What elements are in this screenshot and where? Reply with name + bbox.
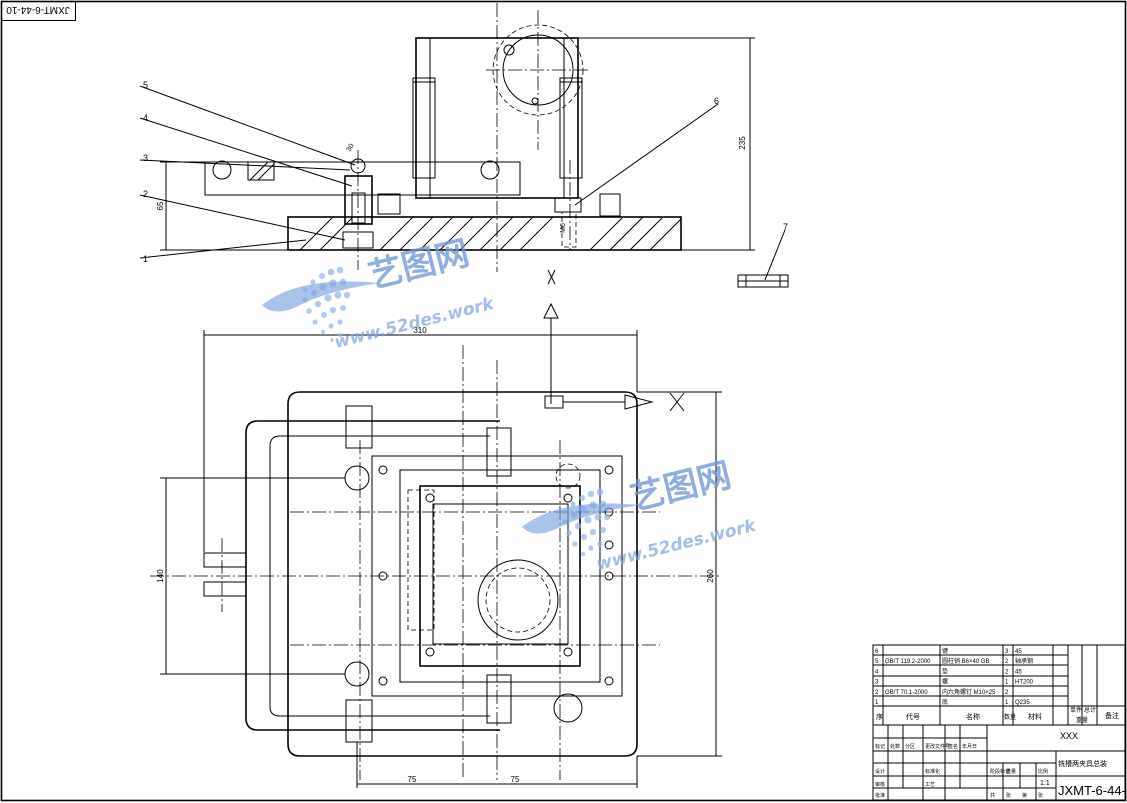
top-view: 310 260 140 75 75 xyxy=(150,326,722,788)
title-block-label: 工艺 xyxy=(925,782,935,788)
balloon-5: 5 xyxy=(143,80,148,90)
bom-cell-code: GB/T 70.1-2000 xyxy=(885,690,928,696)
bom-h-name: 名称 xyxy=(966,712,980,721)
title-block-label: 更改文件号 xyxy=(925,743,950,750)
bom-cell-name: 垫 xyxy=(942,667,948,675)
bom-cell-name: 内六角螺钉 M10×25 xyxy=(942,688,996,696)
bom-cell-code: GB/T 119.2-2000 xyxy=(885,659,931,665)
bom-h-total: 总计 xyxy=(1084,706,1096,714)
drawing-number: JXMT-6-44-10 xyxy=(1058,783,1127,798)
pin-detail xyxy=(737,274,789,288)
bom-cell-seq: 6 xyxy=(875,649,879,655)
watermark-brand-2: 艺图网 xyxy=(627,455,736,518)
watermark-2: 艺图网 www.52des.work xyxy=(522,455,759,575)
bom-cell-name: 底 xyxy=(942,698,948,706)
title-block-label: 处数 xyxy=(890,743,900,750)
title-block-label: 年月日 xyxy=(962,743,977,750)
title-block-label: 标准化 xyxy=(925,768,940,775)
title-block-label: 共 xyxy=(990,792,995,799)
bom-cell-qty: 2 xyxy=(1005,669,1009,675)
title-block-label: 标记 xyxy=(875,743,885,750)
base-plate xyxy=(287,216,682,251)
balloon-1: 1 xyxy=(143,254,148,264)
clamp-handle xyxy=(245,420,500,731)
dim-base-width: 310 xyxy=(413,326,427,335)
drawing-number-box xyxy=(1,1,76,21)
y-axis-arrow: Y xyxy=(543,269,559,404)
balloon-6: 6 xyxy=(714,96,719,106)
part-label: M6 xyxy=(560,223,567,233)
title-block-label: 第 xyxy=(1022,792,1027,799)
title-block-label: 张 xyxy=(1038,792,1043,799)
title-block-label: 审核 xyxy=(875,781,885,788)
bom-cell-qty: 1 xyxy=(1005,680,1009,686)
balloon-7: 7 xyxy=(783,222,788,232)
drawing-scale: 1:1 xyxy=(1040,780,1050,787)
detail-angle: 30 xyxy=(346,143,356,153)
bom-cell-qty: 1 xyxy=(1005,700,1009,706)
bom-h-material: 材料 xyxy=(1028,712,1042,721)
bom-cell-material: Q235 xyxy=(1015,700,1030,706)
bom-cell-qty: 3 xyxy=(1005,649,1009,655)
dim-overall-height: 235 xyxy=(738,136,747,150)
bom-h-remark: 备注 xyxy=(1105,711,1119,720)
title-block-label: 签名 xyxy=(948,743,958,750)
bom-cell-seq: 2 xyxy=(875,690,879,696)
bom-cell-seq: 5 xyxy=(875,659,879,665)
drawing-number-rotated: JXMT-6-44-10 xyxy=(6,4,70,15)
bill-of-materials: 6 键 3 45 5 GB/T 119.2-2000 圆柱销 B6×40 GB 2 轴承钢 4 垫 2… xyxy=(872,644,1126,726)
title-block-label: 批准 xyxy=(875,792,885,799)
balloon-3: 3 xyxy=(143,153,148,163)
title-block-text: XXX xyxy=(1060,731,1078,741)
bom-cell-material: 45 xyxy=(1015,669,1022,675)
drawing-title: 铣槽两夹具总装 xyxy=(1058,759,1107,768)
bom-cell-material: 轴承钢 xyxy=(1015,657,1033,665)
dim-plate-depth: 260 xyxy=(706,569,715,583)
watermark-url-2: www.52des.work xyxy=(594,515,759,574)
bom-cell-name: 螺 xyxy=(942,678,948,686)
bom-cell-material: HT200 xyxy=(1015,680,1034,686)
dim-75-right: 75 xyxy=(511,775,520,784)
bom-cell-seq: 1 xyxy=(875,700,879,706)
title-block-label: 重量 xyxy=(1006,768,1016,775)
bom-cell-material: 45 xyxy=(1015,649,1022,655)
bom-h-code: 代号 xyxy=(906,712,920,721)
watermark-brand-1: 艺图网 xyxy=(365,233,474,296)
title-block-label: 比例 xyxy=(1038,768,1048,775)
balloon-leaders: 1 2 3 4 5 6 7 xyxy=(139,80,788,281)
front-view: 235 65 M6 30 xyxy=(156,3,755,272)
dim-75-left: 75 xyxy=(408,775,417,784)
title-block-label: 阶段标记 xyxy=(990,768,1010,775)
balloon-4: 4 xyxy=(143,113,148,123)
title-block-label: 张 xyxy=(1006,792,1011,799)
clamp-arm xyxy=(204,161,521,196)
watermark-url-1: www.52des.work xyxy=(332,293,497,352)
bom-cell-name: 圆柱销 B6×40 GB xyxy=(942,657,990,665)
bom-h-weight: 重量 xyxy=(1076,716,1088,724)
title-block-label: 设计 xyxy=(875,768,885,775)
bom-h-seq: 序 xyxy=(876,712,883,721)
balloon-2: 2 xyxy=(143,189,148,199)
dim-base-height: 65 xyxy=(156,201,165,210)
bom-cell-qty: 2 xyxy=(1005,659,1009,665)
bom-cell-seq: 3 xyxy=(875,680,879,686)
title-block-label: 分区 xyxy=(905,743,915,750)
bom-cell-seq: 4 xyxy=(875,669,879,675)
top-base-plate xyxy=(287,391,638,757)
bore-top xyxy=(477,559,559,641)
bom-cell-name: 键 xyxy=(942,647,948,655)
bom-cell-qty: 2 xyxy=(1005,690,1009,696)
bom-h-unit: 单件 xyxy=(1070,706,1082,714)
dim-side-height: 140 xyxy=(156,569,165,583)
bom-h-qty: 数量 xyxy=(1004,713,1016,721)
